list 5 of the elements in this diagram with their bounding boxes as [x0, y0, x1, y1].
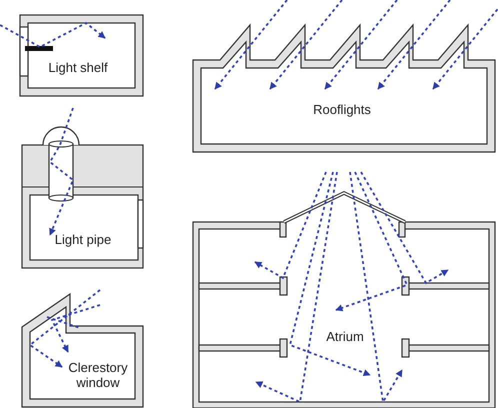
caption-label: Light shelf — [47, 60, 109, 75]
caption-label: Rooflights — [312, 102, 372, 117]
caption-label: Light pipe — [54, 232, 112, 247]
caption-label: Clerestory window — [67, 360, 129, 390]
caption-label: Atrium — [325, 329, 365, 344]
